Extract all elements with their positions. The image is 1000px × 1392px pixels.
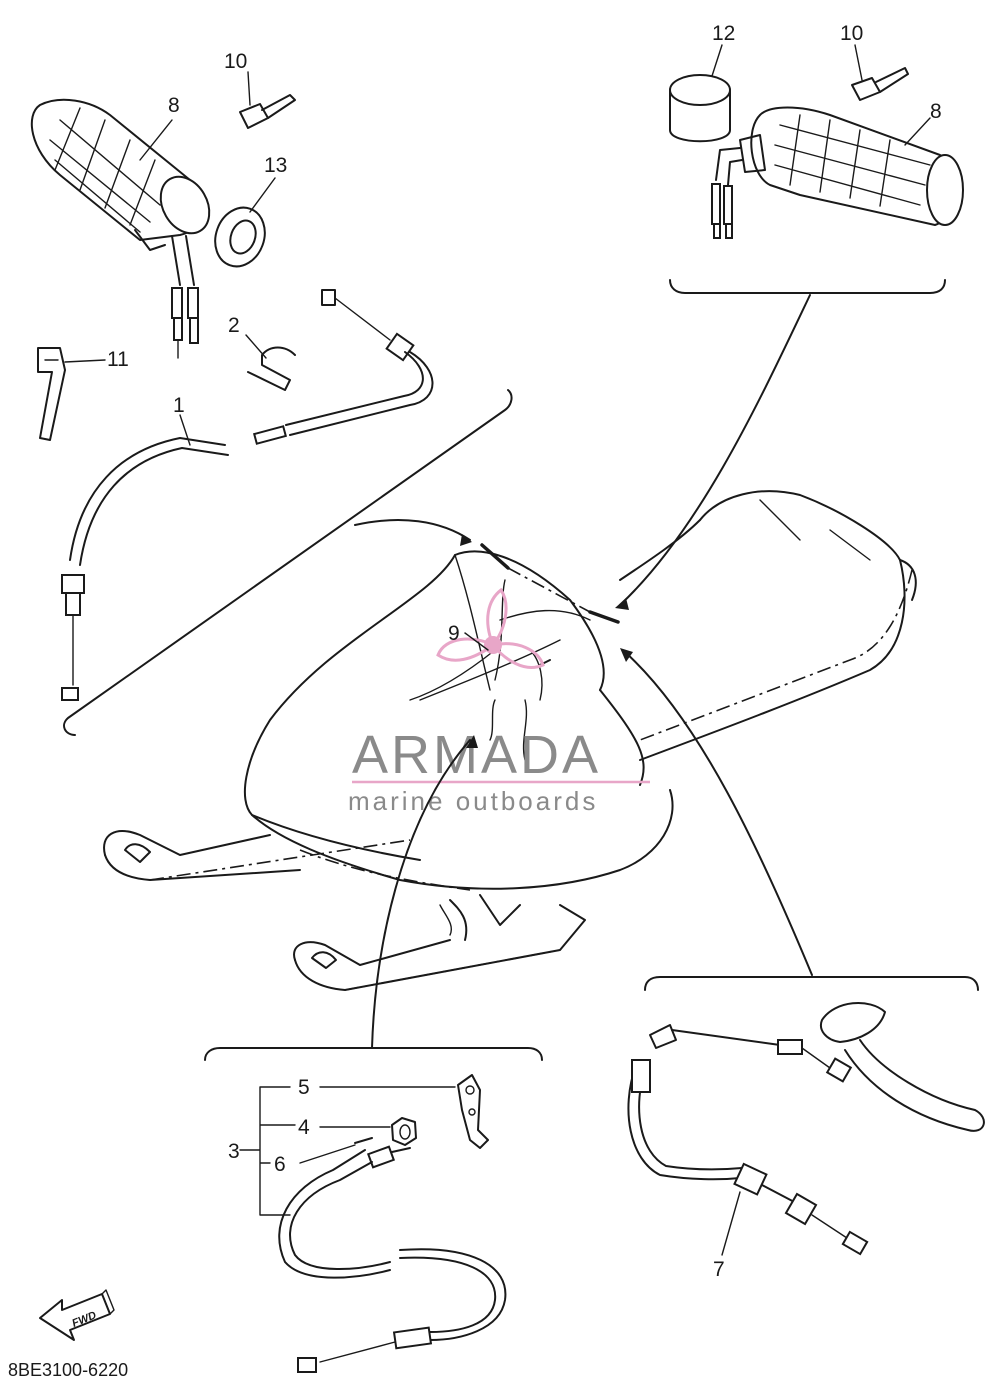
watermark-tagline: marine outboards [348, 786, 598, 816]
drawing-code: 8BE3100-6220 [8, 1360, 128, 1380]
choke-cable-drawing [278, 1145, 507, 1373]
watermark: ARMADA marine outboards [348, 587, 650, 816]
left-ring-drawing [214, 206, 266, 268]
pin-drawing [354, 1137, 373, 1144]
snowmobile-body [103, 490, 917, 991]
throttle-cable-drawing [61, 289, 434, 701]
part-label-9: 9 [448, 622, 460, 645]
part-label-4: 4 [298, 1116, 310, 1139]
part-label-3: 3 [228, 1140, 240, 1163]
part-label-11: 11 [107, 348, 129, 371]
part-label-10-right: 10 [840, 22, 863, 45]
clip-drawing [247, 346, 296, 391]
brake-cable-drawing [627, 1024, 869, 1256]
fwd-arrow-icon: FWD [39, 1289, 115, 1341]
left-grip-drawing [30, 98, 211, 359]
detail-group-top-left [30, 71, 513, 736]
part-label-13: 13 [264, 154, 287, 177]
left-bolt-drawing [239, 94, 296, 129]
part-label-8-right: 8 [930, 100, 942, 123]
right-bolt-drawing [851, 67, 909, 101]
detail-group-bottom-right [627, 976, 985, 1256]
part-label-12: 12 [712, 22, 735, 45]
right-ring-drawing [669, 74, 731, 143]
part-label-2: 2 [228, 314, 240, 337]
band-drawing [37, 347, 66, 441]
detail-group-bottom-center [204, 1047, 543, 1373]
part-label-5: 5 [298, 1076, 310, 1099]
part-label-6: 6 [274, 1153, 286, 1176]
bracket-plate-drawing [457, 1074, 489, 1149]
brake-lever-drawing [820, 1001, 985, 1132]
detail-group-top-right [669, 44, 964, 294]
connector-arrows [354, 294, 813, 1049]
part-label-8-left: 8 [168, 94, 180, 117]
part-label-7: 7 [713, 1258, 725, 1281]
watermark-brand-name: ARMADA [352, 725, 601, 785]
part-label-1: 1 [173, 394, 185, 417]
part-labels: 8 10 13 2 11 1 12 10 8 9 5 4 3 6 7 8BE31… [8, 22, 942, 1380]
part-label-10-left: 10 [224, 50, 247, 73]
fwd-label: FWD [70, 1309, 98, 1330]
right-grip-drawing [711, 106, 964, 239]
nut-drawing [391, 1117, 417, 1146]
